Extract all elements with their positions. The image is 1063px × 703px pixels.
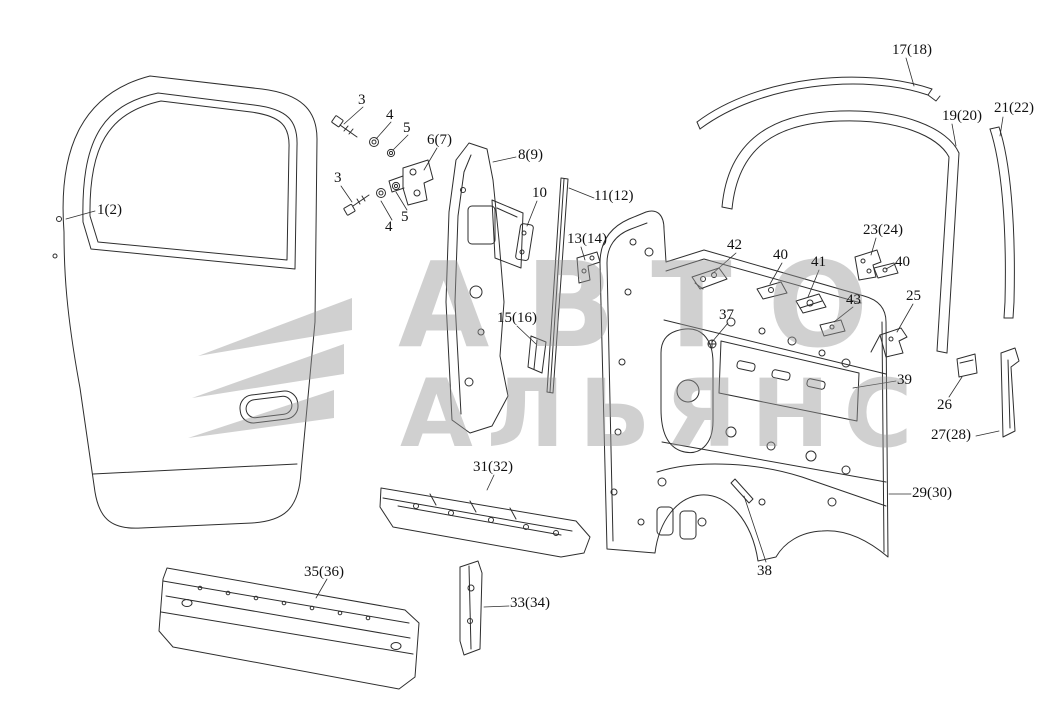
washer-lower [376, 188, 386, 198]
strip-15-16 [527, 335, 547, 374]
part-label-15-16: 15(16) [497, 310, 537, 326]
windshield-frame-19-20 [721, 110, 960, 354]
part-label-13-14: 13(14) [567, 231, 607, 247]
part-label-17-18: 17(18) [892, 42, 932, 58]
bracket-13-14 [576, 251, 601, 284]
part-label-4b: 4 [385, 219, 393, 235]
part-label-41: 41 [811, 254, 826, 270]
bracket-40-left [756, 281, 788, 300]
part-label-35-36: 35(36) [304, 564, 344, 580]
part-label-11-12: 11(12) [594, 188, 634, 204]
pillar-strip-21-22 [989, 126, 1015, 319]
part-label-5a: 5 [403, 120, 411, 136]
part-label-37: 37 [719, 307, 734, 323]
part-label-31-32: 31(32) [473, 459, 513, 475]
nut-lower [391, 181, 401, 191]
door-panel [52, 75, 318, 529]
part-label-26: 26 [937, 397, 952, 413]
part-label-3a: 3 [358, 92, 366, 108]
nut-upper [386, 148, 396, 158]
roof-rail-strip-17-18 [696, 76, 941, 130]
part-label-29-30: 29(30) [912, 485, 952, 501]
part-label-33-34: 33(34) [510, 595, 550, 611]
door-hinge [388, 159, 434, 206]
part-label-25: 25 [906, 288, 921, 304]
pillar-strip-11-12 [546, 177, 569, 394]
leader-lines [65, 57, 1004, 608]
cowl-panel-31-32 [379, 487, 591, 558]
bracket-25 [870, 327, 908, 358]
part-label-23-24: 23(24) [863, 222, 903, 238]
part-label-8-9: 8(9) [518, 147, 543, 163]
bolt-upper [331, 115, 358, 138]
part-label-40a: 40 [895, 254, 910, 270]
bolt-lower [343, 194, 370, 216]
part-label-4a: 4 [386, 107, 394, 123]
part-label-39: 39 [897, 372, 912, 388]
clip-26 [956, 353, 978, 378]
bracket-23-24 [854, 249, 882, 281]
part-label-3b: 3 [334, 170, 342, 186]
part-label-10: 10 [532, 185, 547, 201]
bracket-40-right [873, 262, 899, 279]
bracket-27-28 [1000, 347, 1020, 438]
front-lower-panel-35-36 [158, 567, 420, 690]
part-label-42: 42 [727, 237, 742, 253]
part-label-6-7: 6(7) [427, 132, 452, 148]
pillar-strip-33-34 [459, 560, 483, 656]
part-label-1-2: 1(2) [97, 202, 122, 218]
part-label-38: 38 [757, 563, 772, 579]
washer-upper [369, 137, 379, 147]
bracket-41 [795, 293, 827, 314]
part-label-43: 43 [846, 292, 861, 308]
part-label-5b: 5 [401, 209, 409, 225]
part-label-40b: 40 [773, 247, 788, 263]
part-label-27-28: 27(28) [931, 427, 971, 443]
a-pillar-inner-panel [445, 142, 524, 434]
part-label-21-22: 21(22) [994, 100, 1034, 116]
front-wall-panel [599, 210, 889, 562]
part-label-19-20: 19(20) [942, 108, 982, 124]
